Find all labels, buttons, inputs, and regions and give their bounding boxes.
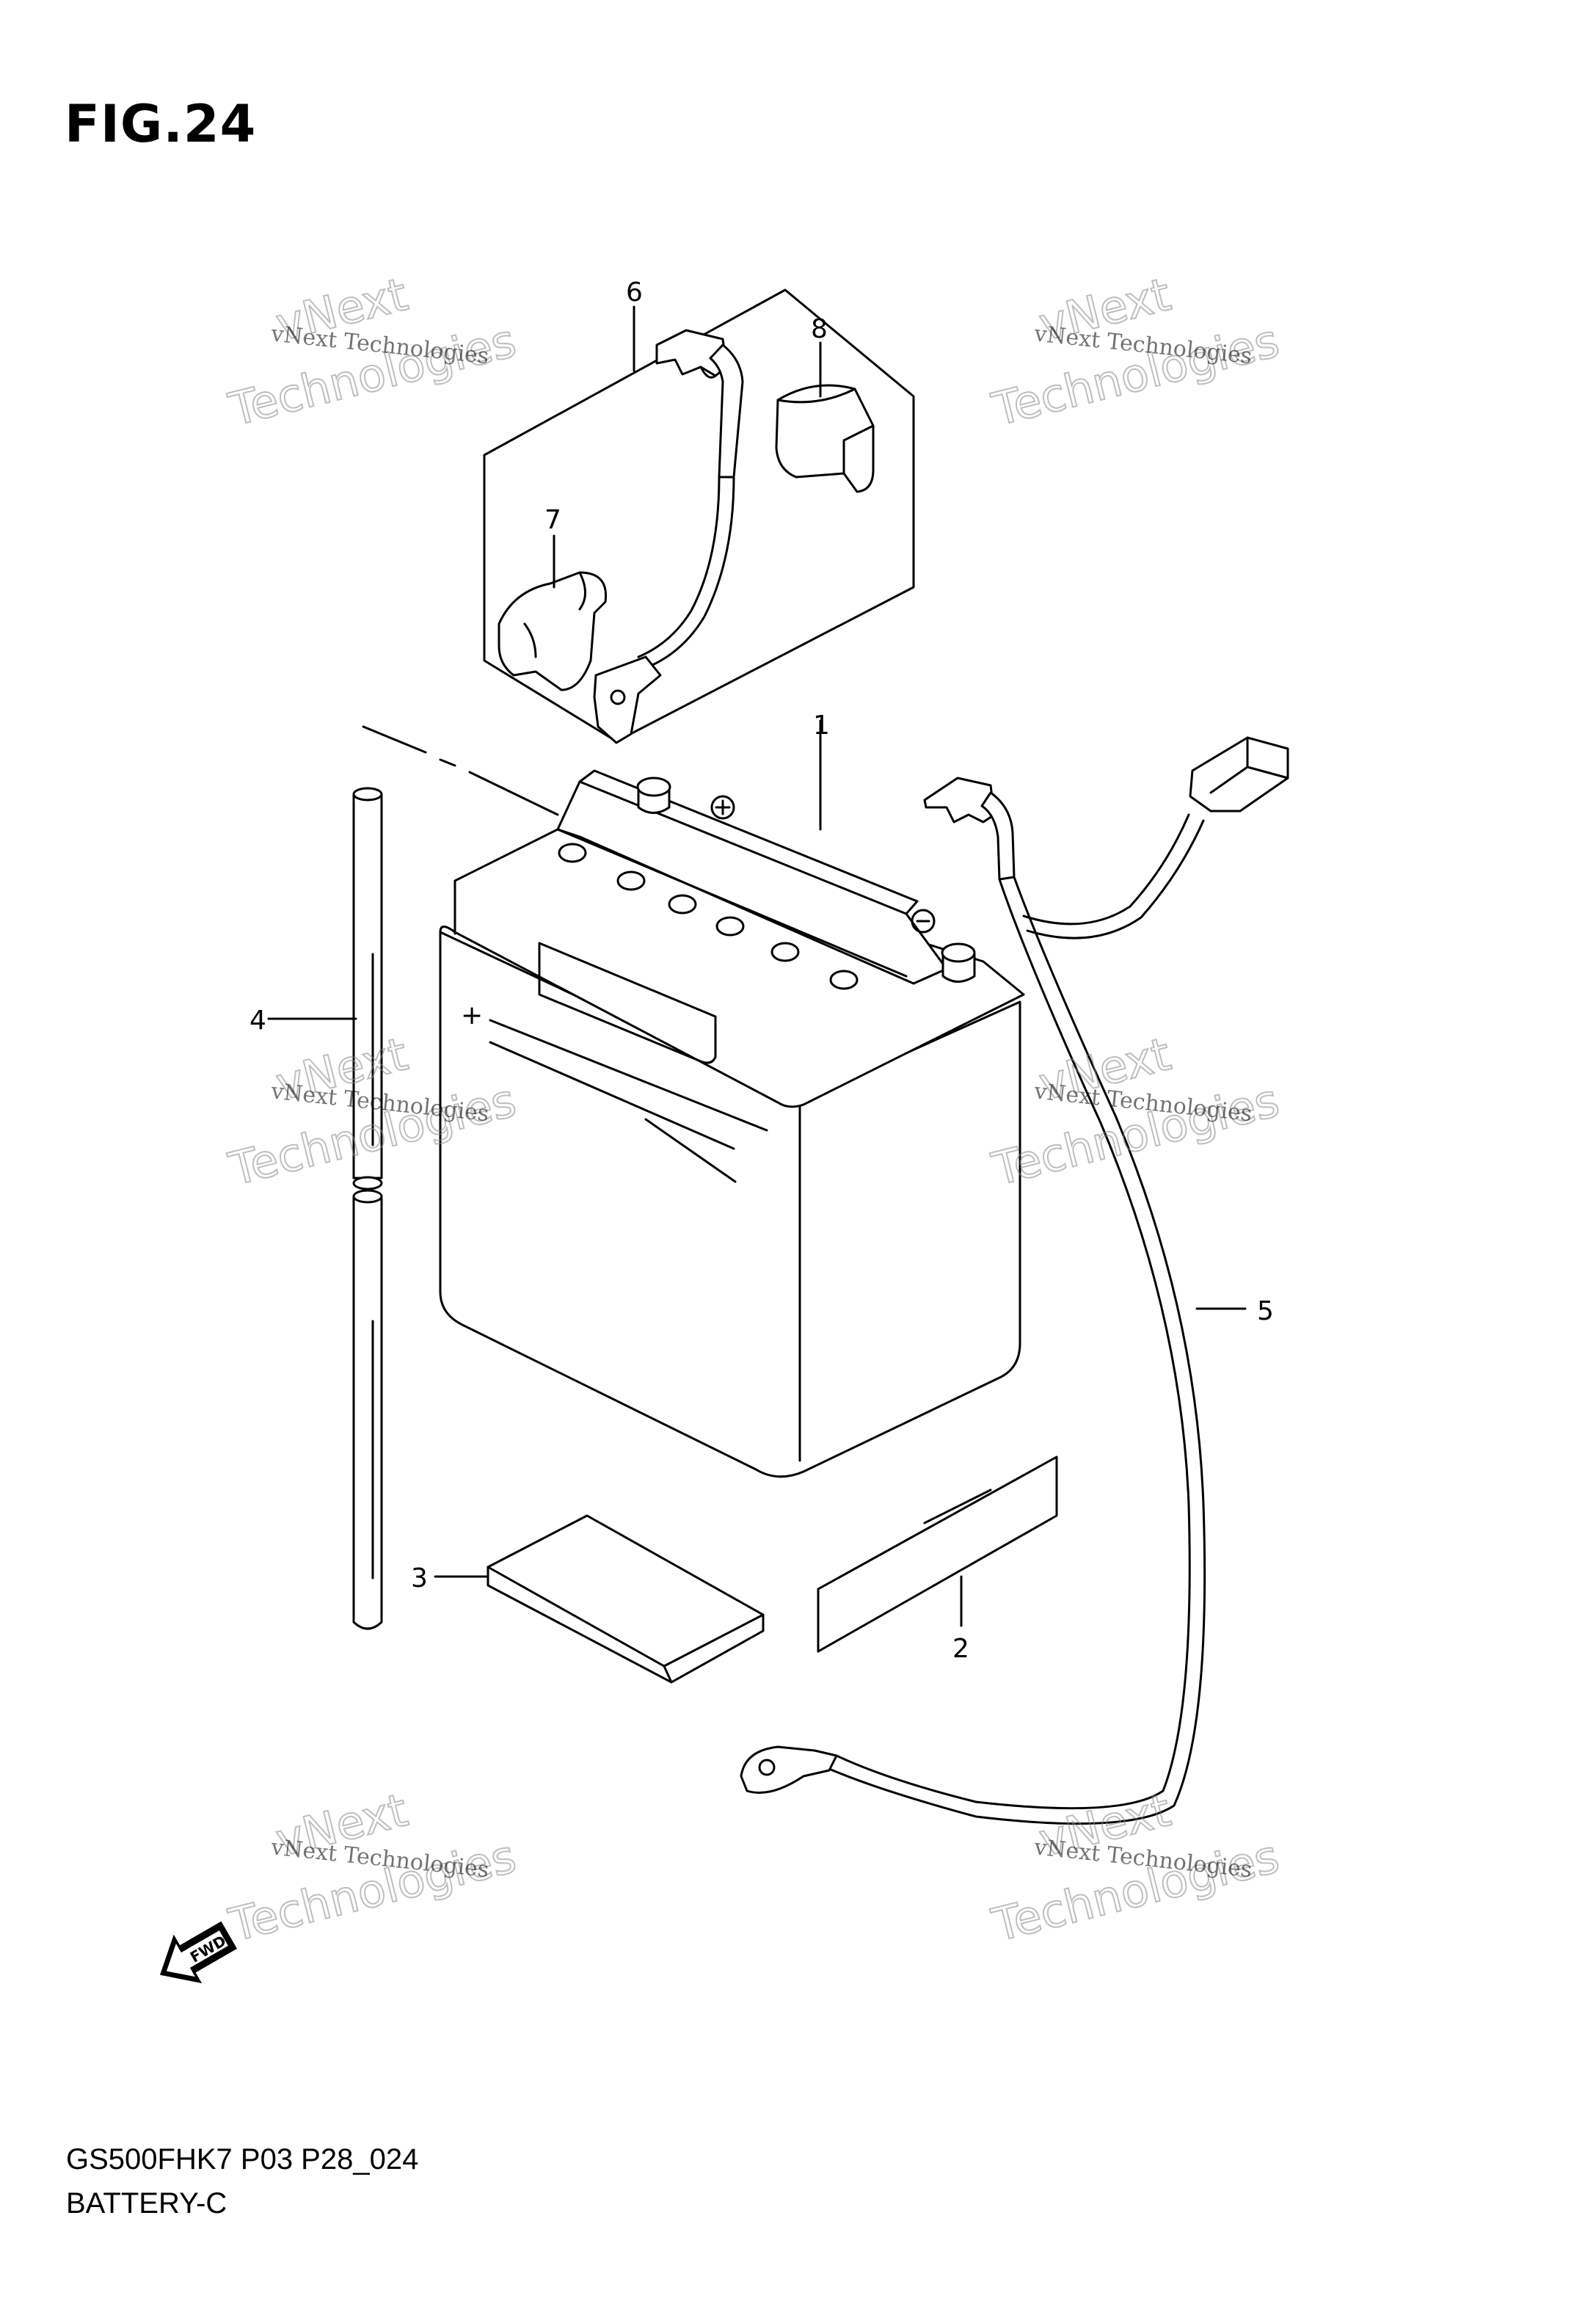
kit-lower-lug xyxy=(593,655,662,744)
watermark-middle-right: vNext Technologies vNext Technologies xyxy=(986,1026,1285,1197)
kit-outline xyxy=(483,288,915,743)
lead-cable xyxy=(828,876,1206,1825)
part-3-pad[interactable] xyxy=(487,1514,765,1684)
part-5-battery-lead[interactable] xyxy=(740,736,1289,1825)
callout-6: 6 xyxy=(626,277,643,308)
kit-upper-lug xyxy=(655,329,728,377)
leader-lines xyxy=(267,305,1247,1627)
battery-lid xyxy=(453,828,1025,1108)
callout-5: 5 xyxy=(1257,1296,1274,1326)
lead-connector xyxy=(1189,736,1289,813)
battery-cell-caps xyxy=(558,843,859,990)
callout-7: 7 xyxy=(544,505,561,535)
watermark-bottom-left: vNext Technologies vNext Technologies xyxy=(223,1782,522,1953)
figure-title: FIG.24 xyxy=(65,94,257,154)
part-1-battery[interactable]: + xyxy=(439,769,1025,1478)
kit-cable xyxy=(637,476,735,669)
battery-label-window xyxy=(538,942,717,1064)
watermark-top-left: vNext Technologies vNext Technologies xyxy=(223,266,522,437)
lead-upper-lug xyxy=(923,777,996,824)
lead-lower-lug xyxy=(740,1745,838,1794)
part-4-breather-tube[interactable] xyxy=(352,787,383,1630)
watermark-bottom-right: vNext Technologies vNext Technologies xyxy=(986,1782,1285,1953)
callout-4: 4 xyxy=(249,1006,266,1036)
model-code: GS500FHK7 P03 P28_024 xyxy=(66,2143,419,2175)
part-7-terminal-cover[interactable] xyxy=(498,571,608,691)
callout-1: 1 xyxy=(813,710,830,741)
callout-8: 8 xyxy=(811,314,828,344)
callout-3: 3 xyxy=(411,1563,428,1593)
battery-plus-mark: + xyxy=(461,1000,483,1030)
watermark-top-right: vNext Technologies vNext Technologies xyxy=(986,266,1285,437)
callout-2: 2 xyxy=(952,1634,969,1664)
part-2-pad[interactable] xyxy=(817,1455,1058,1653)
reference-line xyxy=(362,725,559,816)
lead-branch-wire xyxy=(1022,813,1205,939)
section-name: BATTERY-C xyxy=(66,2187,227,2220)
terminal-kit-group xyxy=(483,288,915,744)
kit-cable-sleeve xyxy=(709,343,744,479)
part-8-terminal-cover[interactable] xyxy=(775,384,875,493)
fwd-direction-arrow: FWD xyxy=(160,1921,237,1984)
